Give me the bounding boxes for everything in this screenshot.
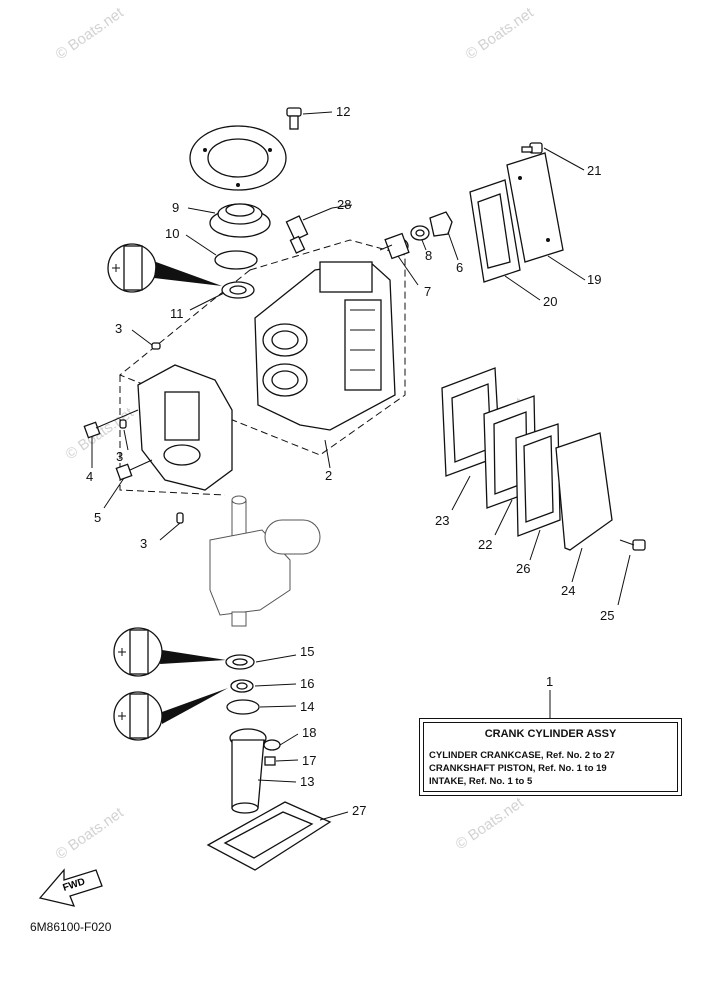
callout-3b: 3	[116, 449, 123, 464]
part-13-housing	[229, 728, 267, 814]
part-3-dowel-pin	[151, 342, 161, 350]
part-20-gasket	[469, 179, 521, 283]
callout-21: 21	[587, 163, 601, 178]
callout-3a: 3	[115, 321, 122, 336]
part-26-gasket	[515, 423, 561, 537]
callout-6: 6	[456, 260, 463, 275]
part-16-oil-seal	[230, 679, 254, 693]
part-15-oil-seal	[225, 654, 255, 670]
assembly-info-box: CRANK CYLINDER ASSY CYLINDER CRANKCASE, …	[419, 718, 682, 796]
callout-4: 4	[86, 469, 93, 484]
part-27-gasket	[206, 801, 332, 871]
part-7-thermostat	[379, 232, 410, 260]
part-18-nut	[263, 739, 281, 751]
watermark: © Boats.net	[463, 4, 538, 63]
crankcase-boundary	[119, 375, 226, 496]
part-8-gasket	[410, 225, 430, 241]
part-17-screw	[264, 756, 276, 766]
callout-2: 2	[325, 468, 332, 483]
part-6-thermostat-cover	[429, 211, 453, 237]
crankshaft-ghost	[209, 495, 321, 627]
part-21-screw	[521, 142, 543, 154]
part-9-bearing-housing	[209, 203, 271, 238]
callout-28: 28	[337, 197, 351, 212]
crankcase	[137, 364, 233, 491]
part-4-bolt	[83, 409, 139, 439]
callout-13: 13	[300, 774, 314, 789]
callout-14: 14	[300, 699, 314, 714]
callout-25: 25	[600, 608, 614, 623]
part-12-cover-plate	[189, 125, 287, 191]
callout-numbers: 12 9 28 10 11 3 21 8 6 19 7 20 2 3 4 5 3…	[86, 104, 614, 818]
grease-symbol	[107, 243, 222, 293]
callout-22: 22	[478, 537, 492, 552]
info-line: CYLINDER CRANKCASE, Ref. No. 2 to 27	[429, 750, 615, 761]
callout-16: 16	[300, 676, 314, 691]
callout-26: 26	[516, 561, 530, 576]
info-box-title: CRANK CYLINDER ASSY	[484, 728, 617, 740]
callout-5: 5	[94, 510, 101, 525]
grease-symbol	[113, 627, 226, 677]
callout-12: 12	[336, 104, 350, 119]
callout-18: 18	[302, 725, 316, 740]
info-line: CRANKSHAFT PISTON, Ref. No. 1 to 19	[429, 763, 607, 774]
part-10-o-ring	[214, 250, 258, 270]
callout-10: 10	[165, 226, 179, 241]
info-box-inner-border	[423, 722, 678, 792]
callout-24: 24	[561, 583, 575, 598]
watermark: © Boats.net	[53, 4, 128, 63]
callout-8: 8	[425, 248, 432, 263]
part-3-dowel-pin	[119, 419, 127, 429]
part-5-bolt	[115, 459, 153, 481]
callout-15: 15	[300, 644, 314, 659]
callout-1: 1	[546, 674, 553, 689]
grease-symbol	[113, 688, 228, 741]
callout-7: 7	[424, 284, 431, 299]
part-25-screw	[619, 539, 646, 551]
part-3-dowel-pin	[176, 512, 184, 524]
watermark: © Boats.net	[53, 804, 128, 863]
part-24-intake-cover	[555, 432, 613, 551]
part-11-oil-seal	[221, 281, 255, 299]
callout-20: 20	[543, 294, 557, 309]
part-28-spark-plug	[285, 207, 333, 254]
callout-23: 23	[435, 513, 449, 528]
callout-9: 9	[172, 200, 179, 215]
part-19-cylinder-cover	[506, 152, 564, 263]
callout-3c: 3	[140, 536, 147, 551]
fwd-arrow-icon: FWD	[38, 868, 103, 907]
part-2-cylinder-block	[254, 261, 396, 431]
watermark: © Boats.net	[453, 794, 528, 853]
callout-19: 19	[587, 272, 601, 287]
callout-11: 11	[170, 306, 184, 321]
part-12-bolt	[286, 107, 302, 130]
info-line: INTAKE, Ref. No. 1 to 5	[429, 776, 533, 787]
callout-17: 17	[302, 753, 316, 768]
callout-27: 27	[352, 803, 366, 818]
drawing-code: 6M86100-F020	[30, 920, 112, 934]
leader-lines	[91, 111, 631, 821]
part-14-o-ring	[226, 699, 260, 715]
